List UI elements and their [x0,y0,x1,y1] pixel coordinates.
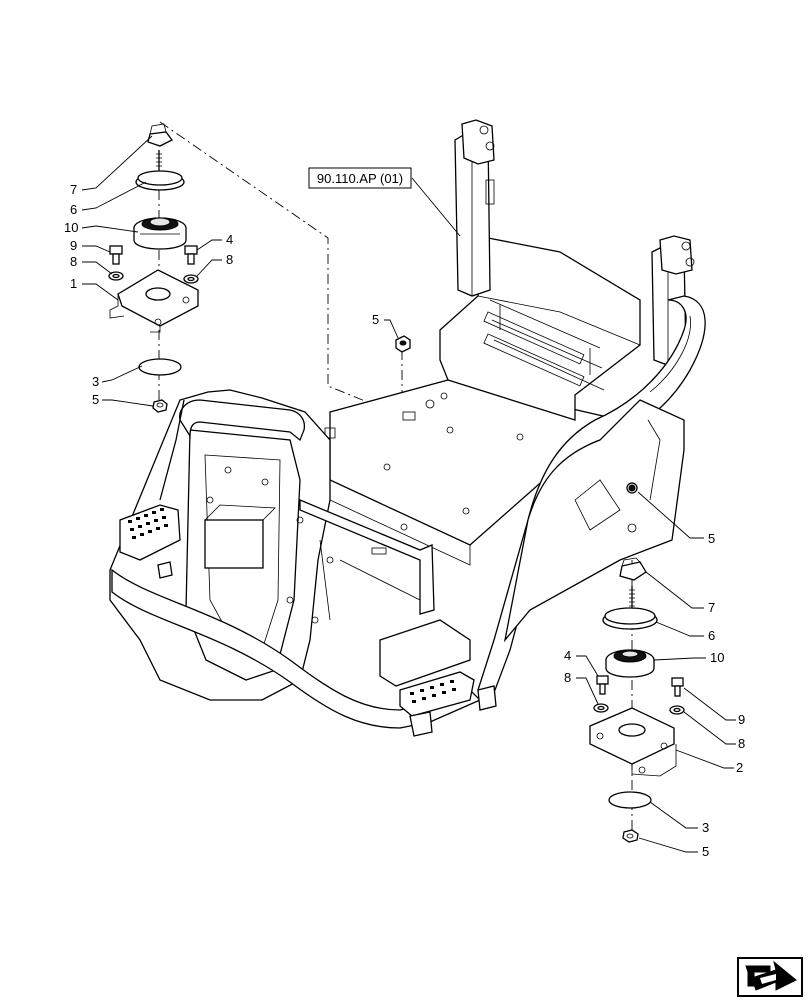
part-label: 7 [708,600,715,615]
next-page-arrow-icon[interactable] [737,957,803,997]
part-label: 8 [738,736,745,751]
part-label: 6 [708,628,715,643]
part-label: 8 [226,252,233,267]
plate-part-3-left [138,358,182,376]
part-label: 9 [738,712,745,727]
part-label: 5 [92,392,99,407]
part-label: 4 [226,232,233,247]
bolt-part-4-left [184,245,198,255]
bolt-part-4-right [596,675,609,685]
left-mount-assembly [108,123,199,413]
part-label: 8 [564,670,571,685]
bolt-part-9-right [671,677,684,687]
part-label: 2 [736,760,743,775]
nut-part-5-left [152,399,168,413]
part-label: 4 [564,648,571,663]
center-nut-part-5 [395,335,411,353]
part-label: 10 [710,650,724,665]
part-label: 1 [70,276,77,291]
part-label: 3 [702,820,709,835]
part-labels-center: 5 [372,312,379,327]
right-mount-assembly [589,557,685,843]
reference-callout[interactable]: 90.110.AP (01) [308,167,412,189]
reference-text: 90.110.AP (01) [317,171,403,186]
clip-part-7-right [619,561,647,581]
step-tread-right [410,680,456,703]
nut-part-5-right [622,829,639,843]
part-label: 5 [702,844,709,859]
step-tread-left [128,508,168,539]
part-label: 3 [92,374,99,389]
leader-lines [81,135,736,853]
part-label: 8 [70,254,77,269]
part-labels-right: 5 7 6 10 4 8 9 8 2 3 5 [564,531,745,859]
bolt-part-9-left [109,245,123,255]
part-label: 5 [372,312,379,327]
clip-part-7-left [147,131,173,147]
part-label: 6 [70,202,77,217]
part-labels-left: 7 6 10 9 8 1 4 8 3 5 [64,182,233,407]
operator-platform-frame [109,119,706,737]
plate-part-3-right [608,791,652,809]
part-label: 5 [708,531,715,546]
part-label: 7 [70,182,77,197]
part-label: 10 [64,220,78,235]
part-label: 9 [70,238,77,253]
